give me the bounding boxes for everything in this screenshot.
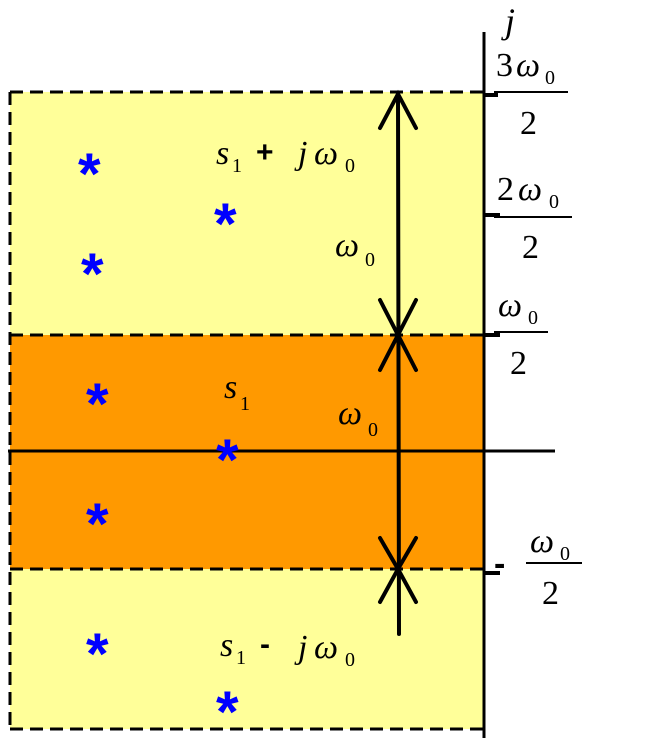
- upper-band: [10, 92, 484, 335]
- tick-low-sub: 0: [560, 543, 570, 565]
- upper-s: s: [216, 135, 229, 172]
- central-s: s: [224, 369, 237, 406]
- dimension-arrows: [378, 89, 418, 636]
- central-s-sub: 1: [240, 393, 250, 415]
- label-s1-minus-jw0: s 1 - j ω 0: [220, 627, 355, 671]
- tick-low-den: 2: [542, 575, 559, 612]
- pole-marker: *: [216, 428, 239, 493]
- arrowhead-top-up: [378, 89, 418, 130]
- pole-marker: *: [78, 142, 101, 207]
- tick-low-sign: -: [494, 545, 505, 583]
- imag-axis-label: j: [501, 1, 515, 41]
- tick-upper-den: 2: [522, 229, 539, 266]
- pole-marker: *: [86, 622, 109, 687]
- lower-op: -: [260, 628, 270, 661]
- upper-s-sub: 1: [232, 155, 242, 177]
- pole-marker: *: [214, 192, 237, 257]
- tick-label-3w0-over-2: 3 ω 0 2: [494, 47, 568, 142]
- width-label-central: ω 0: [338, 395, 378, 441]
- lower-s: s: [220, 627, 233, 664]
- width-upper-sub: 0: [365, 249, 375, 271]
- upper-j: j: [294, 135, 307, 172]
- tick-top-sub: 0: [545, 67, 555, 89]
- upper-w-sub: 0: [345, 155, 355, 177]
- tick-top-sym: ω: [516, 47, 540, 84]
- width-central-sub: 0: [368, 419, 378, 441]
- tick-top-coef: 3: [496, 47, 513, 84]
- tick-label-2w0-over-2: 2 ω 0 2: [494, 171, 572, 266]
- arrowhead-mid-up: [378, 330, 418, 372]
- lower-j: j: [294, 629, 307, 666]
- tick-upper-sub: 0: [549, 191, 559, 213]
- tick-mid-sub: 0: [528, 307, 538, 329]
- axis-ticks: [484, 93, 500, 575]
- width-label-upper: ω 0: [335, 227, 375, 271]
- lower-w: ω: [314, 629, 338, 666]
- width-upper-w: ω: [335, 227, 359, 264]
- tick-upper-sym: ω: [518, 171, 542, 208]
- tick-low-sym: ω: [530, 523, 554, 560]
- tick-label-w0-over-2: ω 0 2: [494, 287, 548, 382]
- label-s1-plus-jw0: s 1 + j ω 0: [216, 135, 355, 177]
- label-s1: s 1: [224, 369, 250, 415]
- tick-upper-coef: 2: [497, 171, 514, 208]
- band-borders: [8, 90, 484, 731]
- lower-w-sub: 0: [345, 649, 355, 671]
- lower-band: [10, 569, 484, 729]
- width-central-w: ω: [338, 395, 362, 432]
- pole-marker: *: [216, 680, 239, 744]
- lower-s-sub: 1: [236, 647, 246, 669]
- upper-w: ω: [314, 135, 338, 172]
- tick-mid-sym: ω: [498, 287, 522, 324]
- tick-label-neg-w0-over-2: - ω 0 2: [494, 523, 582, 612]
- tick-mid-den: 2: [510, 345, 527, 382]
- poles: * * * * * * * *: [78, 142, 239, 744]
- tick-top-den: 2: [520, 105, 537, 142]
- pole-marker: *: [81, 242, 104, 307]
- pole-marker: *: [86, 492, 109, 557]
- upper-op: +: [256, 136, 274, 169]
- pole-marker: *: [86, 372, 109, 437]
- arrowhead-low-up: [378, 564, 418, 604]
